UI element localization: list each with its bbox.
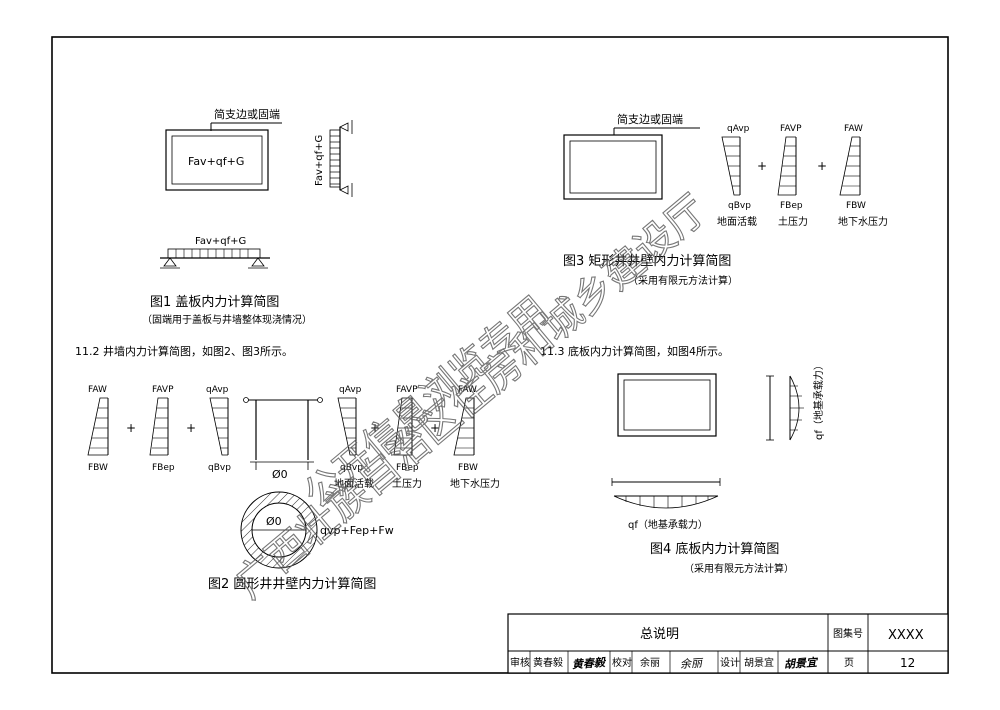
fig2-right-load2-top: FAVP [396, 385, 418, 395]
design-label: 设计 [720, 656, 740, 669]
page-label: 页 [844, 657, 854, 669]
fig2-left-load2-bottom: FBep [152, 463, 175, 473]
fig3-load1-top: qAvp [727, 124, 750, 134]
fig4-note: （采用有限元方法计算） [684, 562, 794, 575]
fig3-load3-name: 地下水压力 [838, 215, 888, 228]
fig3-load1-bottom: qBvp [728, 201, 751, 211]
sheet-border [51, 36, 949, 674]
checker: 余丽 [640, 656, 660, 669]
fig3-load2-bottom: FBep [780, 201, 803, 211]
review-label: 审核 [510, 656, 530, 669]
fig2-right-load1-top: qAvp [339, 385, 362, 395]
fig3-load2-name: 土压力 [778, 215, 808, 228]
fig3-support-label: 简支边或固端 [617, 112, 683, 126]
fig2-plus-4: + [430, 421, 440, 435]
fig1-side-formula: Fav+qf+G [314, 135, 325, 186]
fig3-load1-name: 地面活载 [717, 215, 757, 228]
fig3-plus-2: + [817, 159, 827, 173]
fig2-plus-2: + [186, 421, 196, 435]
fig2-right-load3-top: FAW [458, 385, 477, 395]
fig2-right-load1-name: 地面活载 [334, 477, 374, 490]
fig3-load3-bottom: FBW [846, 201, 866, 211]
fig2-left-load1-bottom: FBW [88, 463, 108, 473]
fig2-left-load3-bottom: qBvp [208, 463, 231, 473]
fig2-ring-diameter: Ø0 [266, 515, 282, 528]
fig4-bottom-label: qf（地基承载力） [628, 518, 708, 531]
fig4-side-label: qf（地基承载力） [812, 360, 825, 440]
fig2-plus-1: + [126, 421, 136, 435]
fig1-note: （固端用于盖板与井墙整体现浇情况） [142, 313, 312, 326]
fig2-frame-diameter: Ø0 [272, 468, 288, 481]
atlas-no: XXXX [888, 628, 924, 643]
watermark-line-1: 广西壮族自治区住房和城乡建设厅 [227, 187, 716, 608]
figure-2: FAW FBW + FAVP FBep + qAvp qBvp [87, 385, 500, 592]
title-text: 总说明 [640, 627, 679, 642]
reviewer-signature: 黄春毅 [572, 656, 608, 671]
page-no: 12 [900, 656, 915, 670]
fig2-right-load2-bottom: FBep [396, 463, 419, 473]
checker-signature: 余丽 [680, 656, 705, 671]
designer: 胡景宜 [744, 656, 774, 669]
atlas-no-label: 图集号 [833, 627, 863, 640]
fig2-left-load3-top: qAvp [206, 385, 229, 395]
fig2-left-load1-top: FAW [88, 385, 107, 395]
fig2-right-load1-bottom: qBvp [340, 463, 363, 473]
figure-4: qf（地基承载力） qf（地基承载力） 图4 底板内力计算简图 （采用有限元方法… [611, 360, 825, 575]
fig3-load3-top: FAW [844, 124, 863, 134]
fig1-caption: 图1 盖板内力计算简图 [150, 294, 279, 310]
figure-3: 简支边或固端 qAvp qBvp 地面活载 + FAVP FBep 土压力 + … [563, 112, 888, 287]
watermark: 广西壮族自治区住房和城乡建设厅 公开信息浏览专用 [226, 186, 716, 608]
fig2-right-load3-bottom: FBW [458, 463, 478, 473]
reviewer: 黄春毅 [533, 656, 563, 669]
fig1-plate-formula: Fav+qf+G [188, 155, 244, 168]
fig2-right-load3-name: 地下水压力 [450, 477, 500, 490]
check-label: 校对 [612, 656, 632, 669]
fig3-note: （采用有限元方法计算） [628, 274, 738, 287]
fig3-plus-1: + [757, 159, 767, 173]
title-block: 总说明 图集号 XXXX 审核 黄春毅 黄春毅 校对 余丽 余丽 设计 胡景宜 … [507, 613, 949, 674]
designer-signature: 胡景宜 [784, 656, 820, 671]
fig1-beam-formula: Fav+qf+G [195, 236, 246, 247]
watermark-line-2: 公开信息浏览专用 [296, 288, 557, 517]
fig2-ring-formula: qvp+Fep+Fw [320, 524, 394, 537]
section-11-3: 11.3 底板内力计算简图，如图4所示。 [540, 344, 729, 358]
fig3-load2-top: FAVP [780, 124, 802, 134]
fig2-plus-3: + [370, 421, 380, 435]
fig1-support-label: 简支边或固端 [214, 107, 280, 121]
fig2-right-load2-name: 土压力 [392, 477, 422, 490]
section-11-2: 11.2 井墙内力计算简图，如图2、图3所示。 [75, 344, 293, 358]
fig4-caption: 图4 底板内力计算简图 [650, 541, 779, 557]
fig3-caption: 图3 矩形井井壁内力计算简图 [563, 253, 731, 269]
fig2-caption: 图2 圆形井井壁内力计算简图 [208, 576, 376, 592]
fig2-left-load2-top: FAVP [152, 385, 174, 395]
figure-1: 简支边或固端 Fav+qf+G Fav+qf+G Fav+qf+G [142, 107, 353, 326]
